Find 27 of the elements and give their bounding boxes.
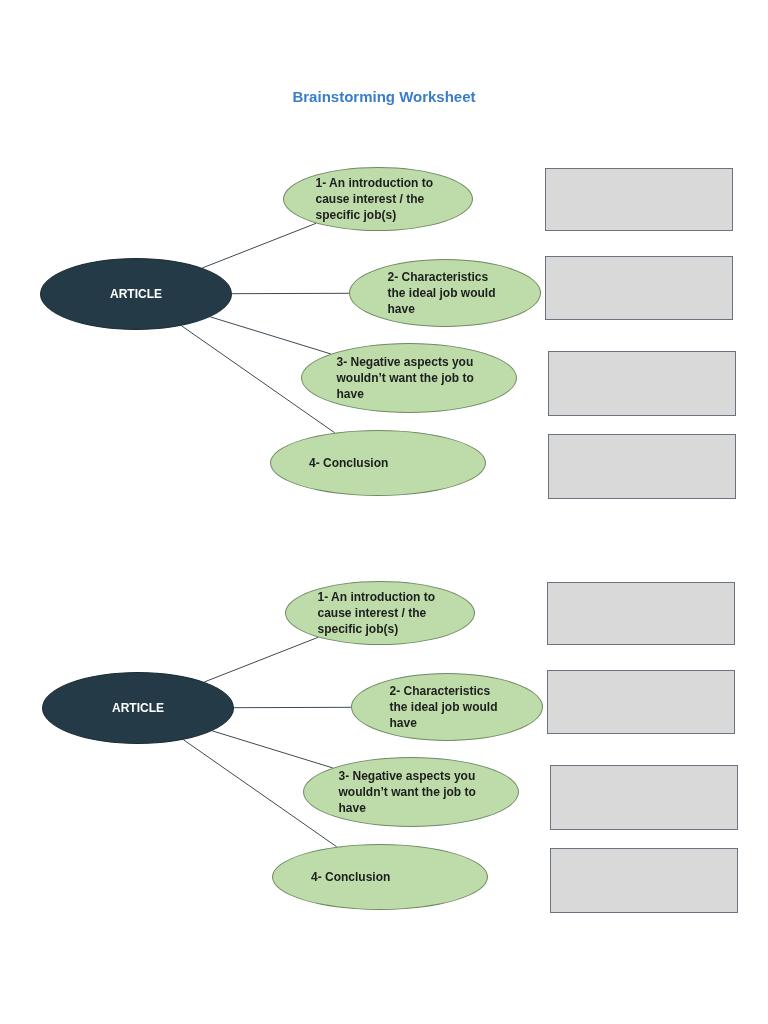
connector-line	[201, 222, 317, 269]
connector-line	[211, 730, 334, 769]
answer-box	[550, 765, 738, 830]
worksheet-title: Brainstorming Worksheet	[292, 88, 476, 105]
answer-box	[548, 434, 736, 499]
answer-box	[548, 351, 736, 416]
answer-box	[545, 256, 733, 320]
ellipse-label: ARTICLE	[112, 699, 164, 717]
answer-box	[547, 670, 735, 734]
ellipse-label: 4- Conclusion	[311, 868, 391, 886]
ellipse-label: 3- Negative aspects you wouldn’t want the job to have	[336, 353, 475, 403]
connector-line	[231, 292, 350, 295]
ellipse-label: 2- Characteristics the ideal job would have	[387, 268, 497, 318]
ellipse-label: 1- An introduction to cause interest / the specific job(s)	[317, 588, 437, 638]
answer-box	[547, 582, 735, 645]
connector-line	[180, 325, 336, 434]
ellipse-label: 2- Characteristics the ideal job would have	[389, 682, 499, 732]
answer-box	[550, 848, 738, 913]
answer-box	[545, 168, 733, 231]
ellipse-label: 4- Conclusion	[309, 454, 389, 472]
connector-line	[233, 706, 352, 709]
ellipse-label: 1- An introduction to cause interest / the specific job(s)	[315, 174, 435, 224]
ellipse-label: 3- Negative aspects you wouldn’t want the job to have	[338, 767, 477, 817]
connector-line	[209, 316, 332, 355]
ellipse-label: ARTICLE	[110, 285, 162, 303]
connector-line	[203, 636, 319, 683]
connector-line	[182, 739, 338, 848]
